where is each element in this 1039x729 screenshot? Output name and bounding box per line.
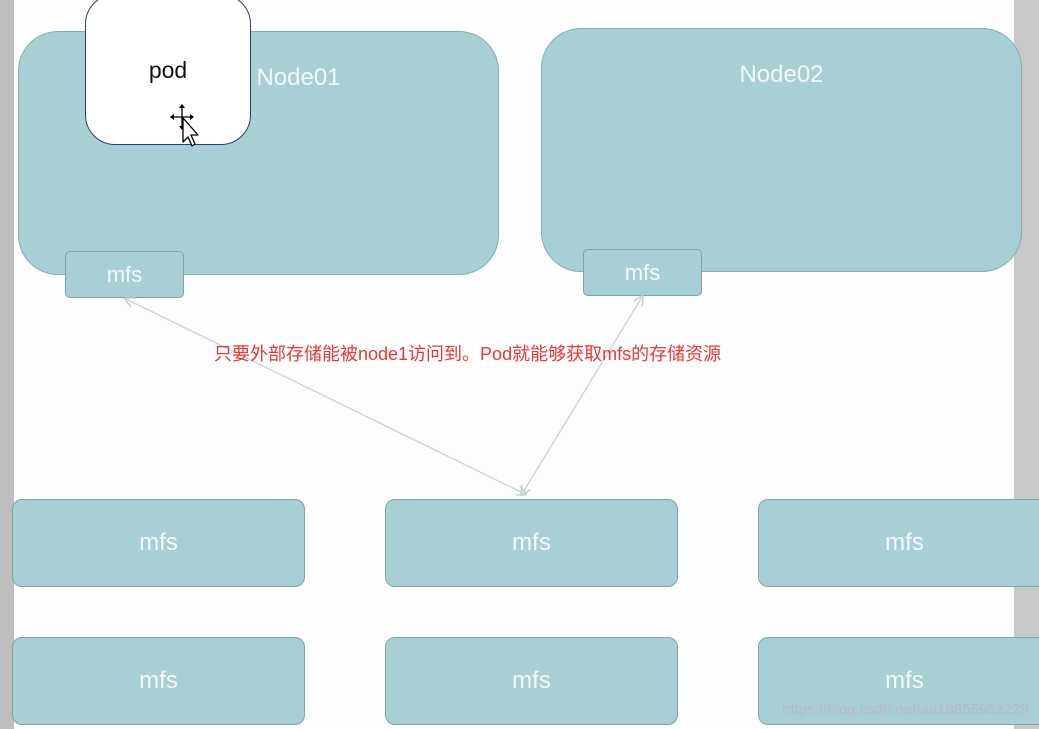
watermark-url: https://blog.csdn.net/aa18855953229 xyxy=(782,701,1029,718)
annotation-text: 只要外部存储能被node1访问到。Pod就能够获取mfs的存储资源 xyxy=(214,344,722,364)
storage-mfs-3[interactable]: mfs xyxy=(758,499,1039,587)
left-gutter xyxy=(0,0,14,729)
node01-label: Node01 xyxy=(256,64,341,91)
pod-box[interactable]: pod xyxy=(85,0,251,145)
node02-box[interactable]: Node02 xyxy=(541,28,1022,272)
move-pointer-icon xyxy=(170,104,199,147)
node02-label: Node02 xyxy=(739,61,824,88)
storage-mfs-6[interactable]: mfs xyxy=(758,637,1039,725)
storage-mfs-5[interactable]: mfs xyxy=(385,637,678,725)
storage-mfs-4[interactable]: mfs xyxy=(12,637,305,725)
node02-mfs[interactable]: mfs xyxy=(583,249,702,296)
storage-mfs-2[interactable]: mfs xyxy=(385,499,678,587)
pod-label: pod xyxy=(148,57,188,83)
storage-mfs-1[interactable]: mfs xyxy=(12,499,305,587)
node01-mfs[interactable]: mfs xyxy=(65,251,184,298)
